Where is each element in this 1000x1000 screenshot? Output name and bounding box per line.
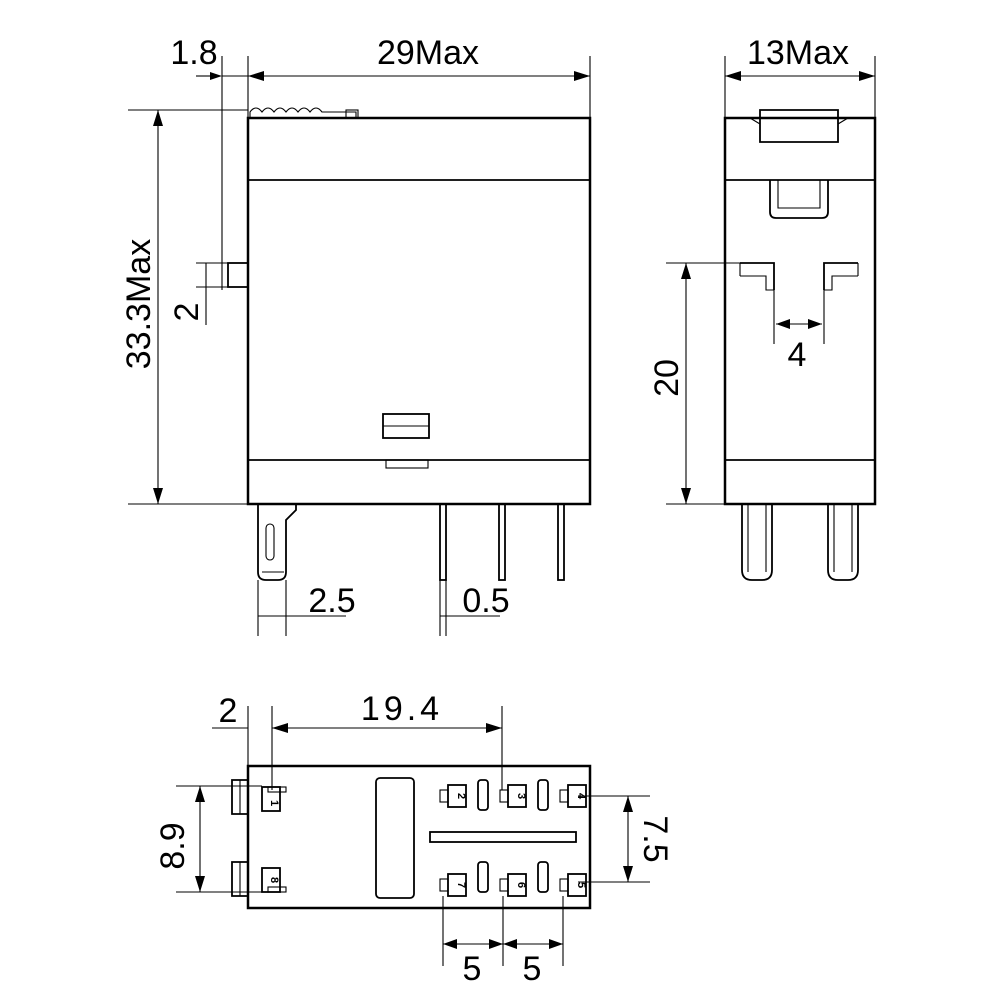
coil-spacing-label: 8.9 [154, 822, 192, 869]
terminal-7: 7 [439, 873, 467, 897]
bottom-center-bar [429, 831, 577, 843]
side-window [769, 180, 829, 219]
pin-spacing-label-2: 5 [523, 950, 542, 988]
front-body-outline [246, 116, 592, 506]
front-contact-pin-2 [498, 503, 506, 581]
top-offset-label: 1.8 [170, 34, 217, 72]
front-side-tab [227, 262, 249, 288]
bottom-window [375, 777, 415, 899]
side-left-step [740, 262, 775, 290]
pin-width-label: 2.5 [308, 582, 355, 620]
svg-text:1: 1 [268, 800, 280, 806]
side-body-outline [723, 116, 877, 506]
svg-text:6: 6 [515, 882, 527, 888]
width-label: 29Max [377, 34, 479, 72]
front-coil-pin [257, 504, 297, 581]
side-pin-right [827, 504, 859, 581]
edge-offset-label: 2 [219, 692, 238, 730]
side-tab-label: 2 [168, 303, 206, 322]
side-gap-label: 4 [788, 336, 807, 374]
front-top-serration [249, 107, 357, 118]
terminal-3: 3 [499, 784, 527, 808]
front-contact-pin-1 [439, 503, 447, 581]
terminal-5: 5 [559, 873, 587, 897]
side-view: 13Max 20 4 [648, 34, 877, 581]
pin-spacing-label-1: 5 [463, 950, 482, 988]
terminal-8: 8 [261, 867, 287, 893]
side-width-label: 13Max [747, 34, 849, 72]
height-label: 33.3Max [120, 239, 158, 369]
bottom-body-outline [246, 764, 592, 910]
front-base-notch [385, 459, 429, 469]
front-top-latch [345, 109, 359, 119]
terminal-2: 2 [439, 784, 467, 808]
svg-text:8: 8 [268, 877, 280, 883]
pin-thickness-label: 0.5 [462, 582, 509, 620]
front-view: 29Max 1.8 33.3Max 2 2.5 0.5 [120, 34, 592, 636]
row-spacing-label: 7.5 [636, 815, 674, 862]
side-top-clip [759, 109, 839, 143]
svg-text:7: 7 [455, 882, 467, 888]
front-contact-pin-3 [557, 503, 565, 581]
svg-text:3: 3 [515, 793, 527, 799]
side-right-step [823, 262, 858, 290]
side-pin-left [741, 504, 773, 581]
terminal-6: 6 [499, 873, 527, 897]
pitch-label: 19.4 [361, 690, 443, 728]
bottom-view: 1 8 2 3 4 7 6 [154, 690, 674, 988]
svg-text:5: 5 [575, 882, 587, 888]
svg-text:2: 2 [455, 793, 467, 799]
front-coil-pin-slot [265, 523, 275, 561]
terminal-1: 1 [261, 786, 287, 812]
side-height-label: 20 [648, 359, 686, 397]
